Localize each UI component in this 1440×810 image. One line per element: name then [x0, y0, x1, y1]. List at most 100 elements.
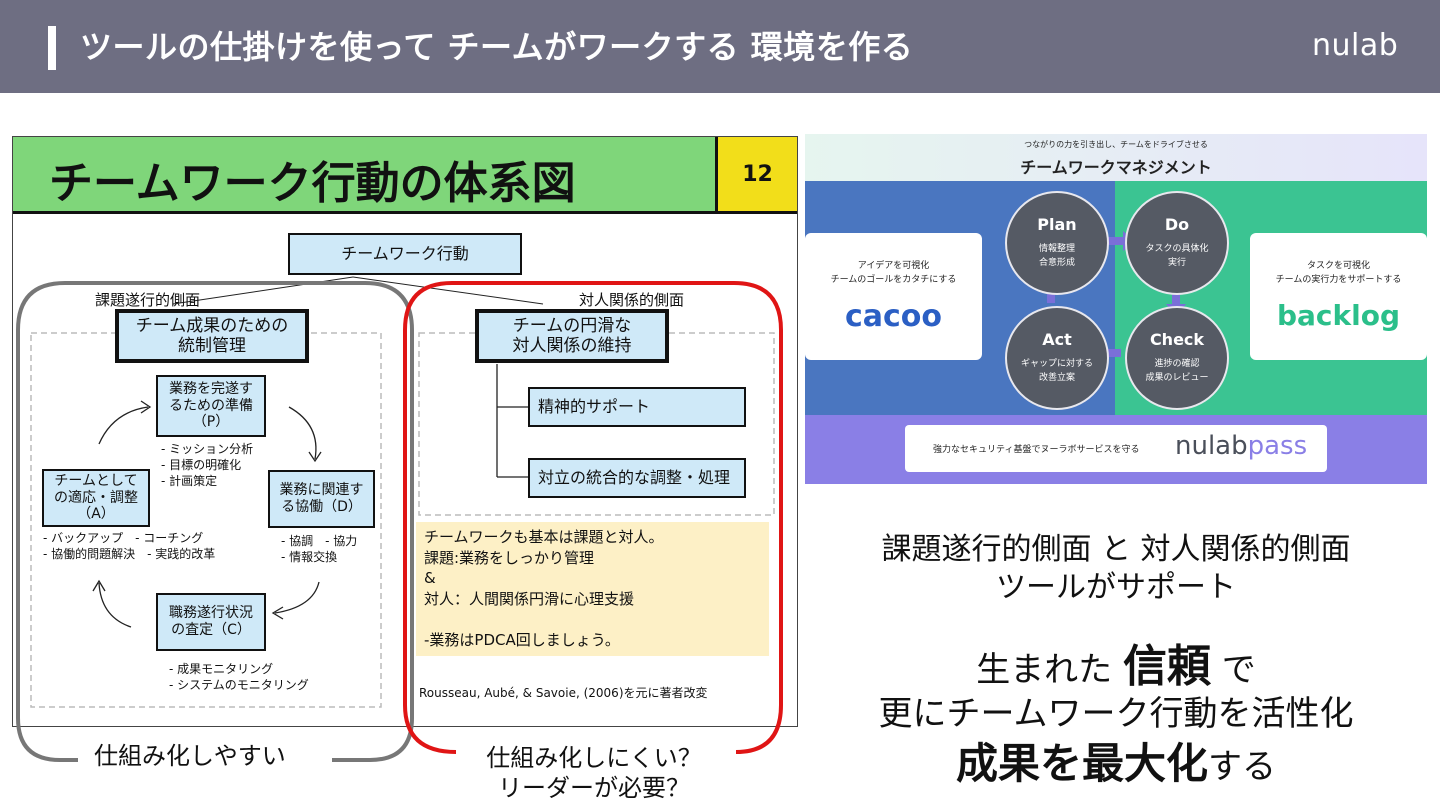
backlog-logo: backlog — [1276, 299, 1401, 332]
plan-note: - 目標の明確化 — [161, 458, 242, 473]
caption-easy: 仕組み化しやすい — [94, 742, 286, 770]
do-note: - 協調 - 協力 — [281, 534, 358, 548]
cacoo-logo: cacoo — [844, 299, 943, 334]
check-line2: の査定（C） — [171, 622, 251, 638]
slide-page-number: 12 — [718, 137, 797, 214]
note-line: 対人：人間関係円滑に心理支援 — [424, 590, 635, 609]
teamwork-management-image: つながりの力を引き出し、チームをドライブさせる チームワークマネジメント アイデ… — [805, 134, 1427, 484]
relation-maintain-line1: チームの円滑な — [512, 315, 632, 336]
relation-maintain-box: チームの円滑な 対人関係の維持 — [475, 309, 669, 363]
caption-hard-line2: リーダーが必要？ — [498, 774, 690, 802]
pdca-title: チームワークマネジメント — [1020, 158, 1212, 177]
plan-circle-title: Plan — [1037, 215, 1077, 234]
plan-circle: Plan 情報整理 合意形成 — [1005, 191, 1109, 295]
check-note: - 成果モニタリング — [169, 662, 274, 676]
task-control-line2: 統制管理 — [178, 336, 246, 356]
act-line3: （A） — [77, 506, 115, 523]
nulab-logo: nulab — [1312, 28, 1399, 63]
task-side-label: 課題遂行的側面 — [95, 291, 201, 309]
nulabpass-logo-a: nulab — [1175, 431, 1248, 461]
relation-side-label: 対人関係的側面 — [579, 291, 685, 309]
citation: Rousseau, Aubé, & Savoie, (2006)を元に著者改変 — [419, 686, 708, 700]
header-accent — [48, 26, 56, 70]
conflict-handling-box: 対立の統合的な調整・処理 — [528, 458, 746, 498]
act-circle-desc: ギャップに対する 改善立案 — [1007, 358, 1107, 385]
pdca-header: つながりの力を引き出し、チームをドライブさせる チームワークマネジメント — [805, 134, 1427, 181]
note-line: -業務はPDCA回しましょう。 — [424, 630, 620, 649]
note-line: チームワークも基本は課題と対人。 — [424, 528, 664, 546]
check-desc-line: 進捗の確認 — [1154, 359, 1200, 369]
caption-hard: 仕組み化しにくい？ リーダーが必要？ — [468, 743, 720, 803]
backlog-text-line: タスクを可視化 — [1306, 261, 1370, 271]
act-line2: の適応・調整 — [54, 489, 138, 506]
check-circle: Check 進捗の確認 成果のレビュー — [1125, 306, 1229, 410]
do-desc-line: 実行 — [1167, 257, 1186, 268]
do-circle: Do タスクの具体化 実行 — [1125, 191, 1229, 295]
backlog-text: タスクを可視化 チームの実行力をサポートする — [1250, 259, 1427, 288]
act-box: チームとして の適応・調整 （A） — [42, 469, 150, 527]
teamwork-behavior-box: チームワーク行動 — [288, 233, 522, 275]
cacoo-card: アイデアを可視化 チームのゴールをカタチにする cacoo — [805, 233, 982, 360]
activate-line: 更にチームワーク行動を活性化 — [878, 694, 1354, 734]
relation-area-dashed — [418, 332, 775, 516]
slide-title: チームワーク行動の体系図 — [49, 158, 576, 209]
act-notes: - バックアップ - コーチング - 協働的問題解決 - 実践的改革 — [43, 530, 215, 562]
trust-line-c: で — [1211, 650, 1256, 690]
mental-support-box: 精神的サポート — [528, 387, 746, 427]
act-desc-line: ギャップに対する — [1020, 359, 1093, 369]
plan-desc-line: 合意形成 — [1038, 257, 1075, 268]
do-desc-line: タスクの具体化 — [1145, 244, 1209, 254]
plan-line1: 業務を完遂す — [169, 380, 253, 397]
plan-line3: （P） — [192, 414, 230, 431]
conflict-handling-label: 対立の統合的な調整・処理 — [538, 468, 731, 488]
cacoo-text: アイデアを可視化 チームのゴールをカタチにする — [805, 259, 982, 288]
slide-title-band: チームワーク行動の体系図 — [13, 137, 718, 214]
task-side-frame — [16, 281, 414, 762]
maximize-word: 成果を最大化 — [955, 739, 1208, 788]
do-circle-title: Do — [1164, 215, 1190, 234]
cacoo-text-line: チームのゴールをカタチにする — [830, 275, 957, 286]
caption-hard-line1: 仕組み化しにくい？ — [486, 744, 702, 772]
check-note: - システムのモニタリング — [169, 678, 309, 693]
pdca-subtitle: つながりの力を引き出し、チームをドライブさせる — [1024, 140, 1208, 149]
plan-note: - ミッション分析 — [161, 442, 254, 456]
relation-maintain-line2: 対人関係の維持 — [512, 336, 632, 356]
plan-notes: - ミッション分析 - 目標の明確化 - 計画策定 — [161, 441, 253, 490]
act-note: - バックアップ - コーチング — [43, 531, 204, 545]
side-frames — [16, 281, 783, 762]
nulabpass-card: 強力なセキュリティ基盤でヌーラボサービスを守る nulabpass — [905, 425, 1327, 472]
mental-support-label: 精神的サポート — [538, 397, 651, 417]
explanation-note: チームワークも基本は課題と対人。 課題:業務をしっかり管理 & 対人：人間関係円… — [416, 522, 769, 656]
task-control-line1: チーム成果のための — [135, 315, 289, 336]
task-control-box: チーム成果のための 統制管理 — [115, 309, 309, 363]
trust-line: 生まれた 信頼 で — [805, 630, 1427, 694]
act-circle-title: Act — [1042, 330, 1072, 349]
act-line1: チームとして — [54, 472, 138, 489]
check-circle-title: Check — [1149, 330, 1205, 349]
act-note: - 協働的問題解決 - 実践的改革 — [43, 547, 216, 562]
header-bar: ツールの仕掛けを使って チームがワークする 環境を作る nulab — [0, 0, 1440, 93]
plan-note: - 計画策定 — [161, 474, 218, 489]
do-line1: 業務に関連す — [279, 482, 364, 499]
backlog-card: タスクを可視化 チームの実行力をサポートする backlog — [1250, 233, 1427, 360]
note-line: & — [424, 569, 436, 588]
cacoo-text-line: アイデアを可視化 — [857, 261, 930, 271]
maximize-line: 成果を最大化する — [805, 730, 1427, 791]
do-box: 業務に関連す る協働（D） — [268, 470, 375, 528]
trust-line-a: 生まれた — [976, 650, 1123, 690]
plan-desc-line: 情報整理 — [1038, 244, 1075, 254]
trust-word: 信頼 — [1123, 641, 1211, 692]
check-box: 職務遂行状況 の査定（C） — [156, 593, 266, 651]
nulabpass-logo-b: pass — [1247, 431, 1308, 461]
plan-line2: るための準備 — [169, 397, 253, 414]
teamwork-behavior-label: チームワーク行動 — [341, 244, 469, 264]
plan-box: 業務を完遂す るための準備 （P） — [156, 375, 266, 437]
check-desc-line: 成果のレビュー — [1145, 372, 1209, 383]
nulabpass-text: 強力なセキュリティ基盤でヌーラボサービスを守る — [933, 445, 1140, 455]
act-circle: Act ギャップに対する 改善立案 — [1005, 306, 1109, 410]
act-desc-line: 改善立案 — [1038, 372, 1075, 383]
check-line1: 職務遂行状況 — [169, 605, 253, 622]
check-notes: - 成果モニタリング - システムのモニタリング — [169, 661, 309, 693]
do-line2: る協働（D） — [281, 499, 362, 515]
relation-side-frame — [403, 281, 783, 754]
